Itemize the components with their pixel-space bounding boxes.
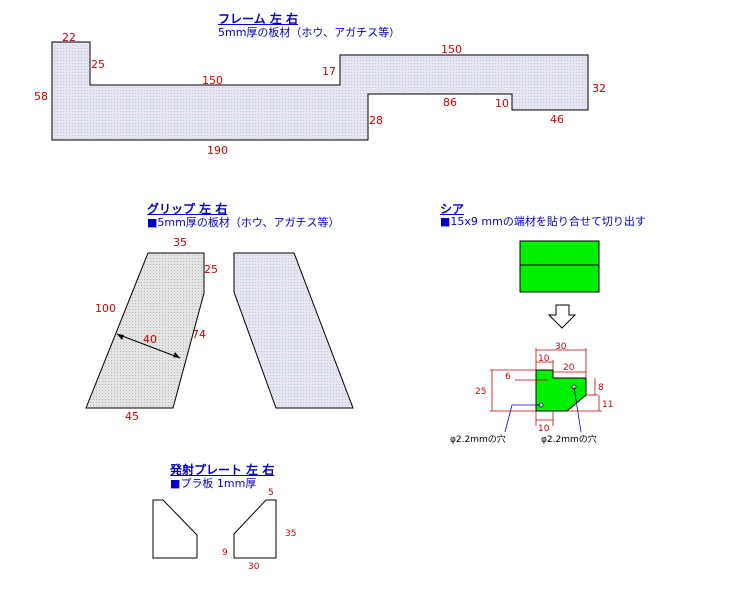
frame-dim: 32 bbox=[592, 82, 606, 95]
down-arrow-icon bbox=[547, 304, 577, 329]
grip-dim: 40 bbox=[143, 333, 157, 346]
sear-dim: 11 bbox=[602, 400, 613, 410]
sear-dimension-lines bbox=[490, 348, 602, 426]
sear-subtitle: ■15x9 mmの端材を貼り合せて切り出す bbox=[440, 215, 646, 228]
frame-dim: 46 bbox=[550, 113, 564, 126]
sear-title: シア bbox=[440, 202, 465, 216]
frame-dim: 150 bbox=[202, 74, 223, 87]
grip-dimensions: 35 25 100 40 74 45 bbox=[95, 236, 218, 423]
frame-dim: 150 bbox=[441, 43, 462, 56]
plate-left-part bbox=[152, 499, 198, 559]
sear-leader-lines bbox=[504, 386, 582, 433]
grip-subtitle: ■5mm厚の板材（ホウ、アガチス等） bbox=[147, 216, 340, 229]
sear-hole-label-right: φ2.2mmの穴 bbox=[541, 433, 597, 445]
grip-dim: 100 bbox=[95, 302, 116, 315]
frame-dim: 10 bbox=[495, 97, 509, 110]
sear-dim: 6 bbox=[505, 372, 511, 382]
grip-left-part bbox=[85, 252, 205, 409]
grip-width-arrow bbox=[116, 333, 181, 359]
grip-dim: 74 bbox=[192, 328, 206, 341]
sear-part bbox=[535, 369, 587, 412]
sear-dim: 10 bbox=[538, 424, 550, 434]
frame-dim: 190 bbox=[207, 144, 228, 157]
plate-title: 発射プレート 左 右 bbox=[170, 463, 275, 477]
plate-dimensions: 5 35 9 30 bbox=[222, 488, 296, 572]
frame-dim: 58 bbox=[34, 90, 48, 103]
grip-title: グリップ 左 右 bbox=[147, 202, 228, 216]
frame-part bbox=[51, 41, 589, 141]
sear-dimensions: 30 10 20 6 25 8 11 10 φ2.2mmの穴 φ2.2mmの穴 bbox=[450, 342, 613, 445]
grip-dim: 45 bbox=[125, 410, 139, 423]
grip-dim: 25 bbox=[204, 263, 218, 276]
sear-dim: 8 bbox=[598, 383, 604, 393]
sear-hole-label-left: φ2.2mmの穴 bbox=[450, 433, 506, 445]
frame-dim: 22 bbox=[62, 31, 76, 44]
frame-dim: 28 bbox=[369, 114, 383, 127]
grip-right-part bbox=[233, 252, 354, 409]
frame-dim: 25 bbox=[91, 58, 105, 71]
sear-dim: 25 bbox=[475, 387, 486, 397]
frame-subtitle: 5mm厚の板材（ホウ、アガチス等） bbox=[218, 26, 401, 39]
sear-blocks bbox=[519, 240, 600, 293]
frame-dim: 86 bbox=[443, 96, 457, 109]
grip-dim: 35 bbox=[173, 236, 187, 249]
frame-dimensions: 22 25 58 150 17 150 32 86 10 46 28 190 bbox=[34, 31, 606, 157]
sear-dim: 30 bbox=[555, 342, 567, 352]
plate-dim: 5 bbox=[268, 488, 274, 498]
sear-dim: 10 bbox=[538, 354, 550, 364]
plate-dim: 35 bbox=[285, 529, 296, 539]
plate-subtitle: ■プラ板 1mm厚 bbox=[170, 477, 257, 490]
frame-title: フレーム 左 右 bbox=[218, 12, 298, 26]
plate-dim: 30 bbox=[248, 562, 260, 572]
plate-right-part bbox=[233, 499, 277, 559]
sear-dim: 20 bbox=[563, 363, 575, 373]
plate-dim: 9 bbox=[222, 548, 228, 558]
frame-dim: 17 bbox=[322, 65, 336, 78]
